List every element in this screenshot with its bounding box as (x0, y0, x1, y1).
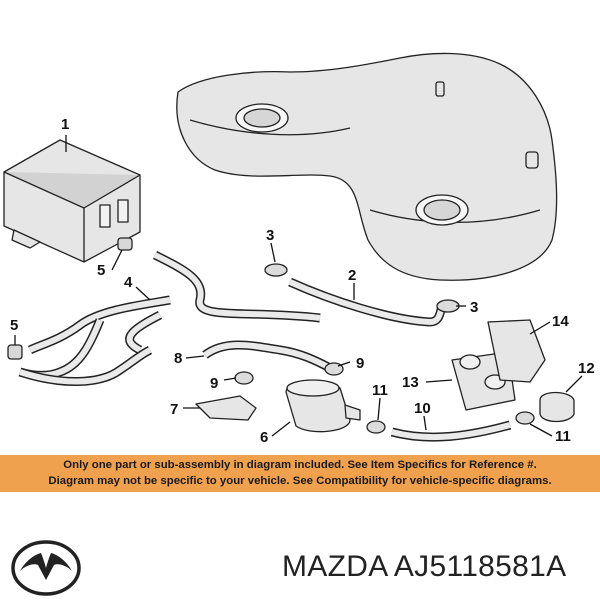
solenoid-bracket (487, 319, 546, 383)
hose-assembly-fill (126, 312, 162, 353)
callout-14: 14 (552, 313, 569, 330)
callout-11: 11 (372, 382, 388, 399)
callout-7: 7 (170, 401, 178, 418)
hose-clamp (234, 371, 254, 385)
hose-connector (7, 344, 23, 360)
hose-clamp (366, 420, 386, 434)
hose-clamp (264, 263, 288, 277)
purge-valve (539, 391, 575, 423)
return-hose-fill (391, 422, 511, 441)
solenoid-port (459, 354, 481, 370)
vapor-hose-fill (288, 279, 431, 325)
hose-clamp (436, 299, 460, 313)
mounting-bracket (195, 395, 257, 421)
part-caption: MAZDA AJ5118581A (282, 550, 566, 584)
brand-name: MAZDA (282, 550, 387, 583)
mazda-logo-icon (11, 540, 81, 596)
callout-3: 3 (266, 227, 274, 244)
callout-5: 5 (97, 262, 105, 279)
tank-sender-opening (423, 199, 461, 221)
notice-line-2: Diagram may not be specific to your vehi… (48, 475, 552, 487)
callout-8: 8 (174, 350, 182, 367)
callout-5: 5 (10, 317, 18, 334)
tank-fitting (525, 151, 539, 169)
fuel-tank (176, 52, 558, 281)
hose-connector (117, 237, 133, 251)
notice-line-1: Only one part or sub-assembly in diagram… (63, 459, 537, 471)
callout-10: 10 (414, 400, 431, 417)
diagram-notice-banner: Only one part or sub-assembly in diagram… (0, 455, 600, 492)
canister-port (99, 204, 111, 228)
callout-13: 13 (402, 374, 419, 391)
callout-6: 6 (260, 429, 268, 446)
hose-assembly-fill (153, 252, 321, 321)
part-number: AJ5118581A (393, 550, 567, 583)
callout-3: 3 (470, 299, 478, 316)
tank-pump-opening (243, 108, 281, 128)
canister-port (117, 199, 129, 223)
tank-fitting (435, 81, 445, 97)
fuel-hose-fill (203, 342, 332, 371)
filter-outlet (344, 404, 361, 421)
callout-1: 1 (61, 116, 69, 133)
hose-assembly-fill (28, 297, 171, 353)
callout-4: 4 (124, 274, 133, 291)
callout-11: 11 (555, 428, 571, 445)
callout-12: 12 (578, 360, 595, 377)
filter-cap (286, 379, 340, 397)
callout-2: 2 (348, 267, 356, 284)
hose-assembly-fill (19, 347, 152, 385)
canister-bracket (11, 229, 41, 249)
hose-clamp (515, 411, 535, 425)
callout-9: 9 (210, 375, 218, 392)
tank-seam (189, 119, 351, 136)
callout-9: 9 (356, 355, 364, 372)
parts-diagram: 1 2 3 3 4 5 5 6 7 8 9 9 10 11 11 12 13 1… (3, 52, 595, 446)
